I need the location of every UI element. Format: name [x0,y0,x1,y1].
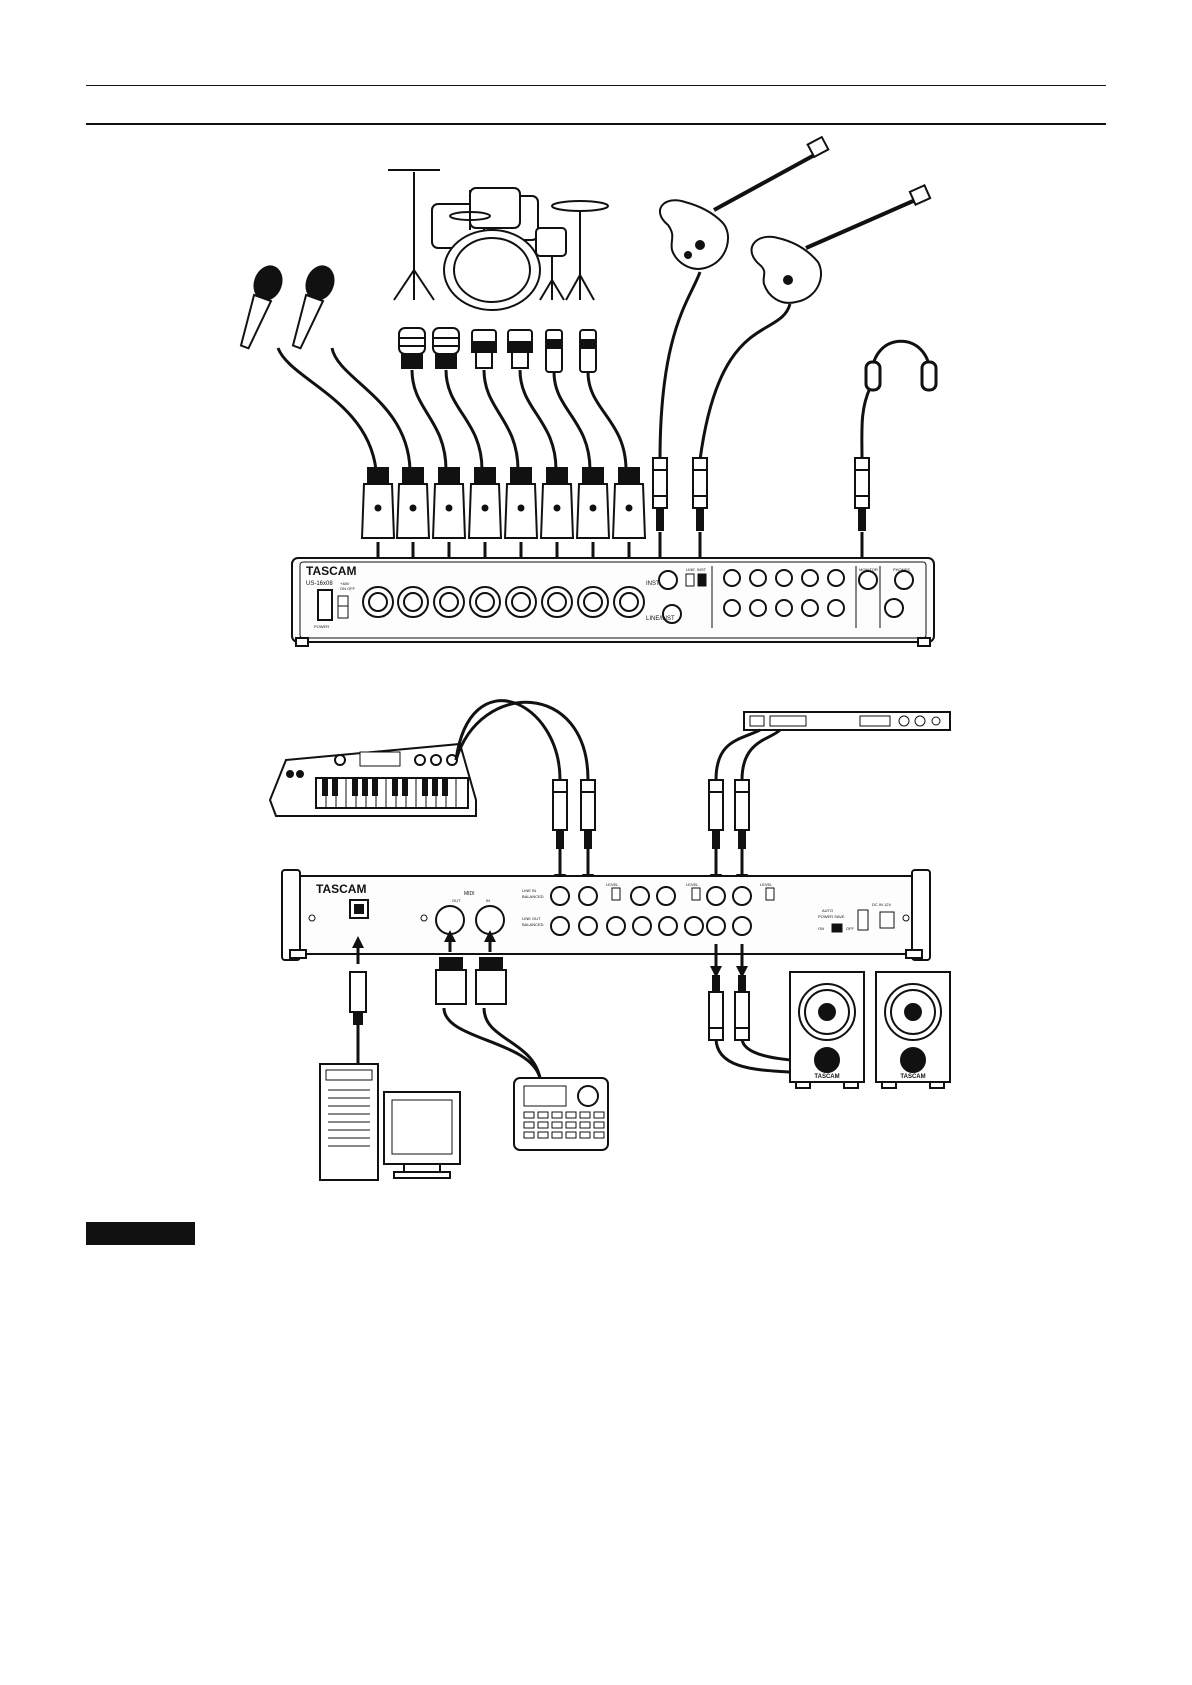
speaker-brand-right: TASCAM [900,1074,925,1080]
rear-line-out-label: LINE OUT [522,916,541,921]
rear-midi-label: MIDI [464,891,475,897]
front-phones-label: PHONES [893,567,910,572]
note-heading-block [86,1222,195,1245]
rear-level-label-1: LEVEL [606,882,619,887]
rear-on-label: ON [818,926,824,931]
rear-off-label: OFF [846,926,855,931]
rear-level-label-3: LEVEL [760,882,773,887]
front-line-label: LINE [686,567,695,572]
front-inst-switch-label: INST [697,567,707,572]
speaker-labels: TASCAM TASCAM [814,1074,925,1080]
rear-dc-in-label: DC IN 12V [872,902,891,907]
front-on-off-label: ON OFF [340,586,356,591]
line-out-plugs [709,976,749,1040]
rear-midi-in-label: IN [486,898,490,903]
rear-line-in-label: LINE IN [522,888,536,893]
midi-keyboard-icon [270,744,476,816]
bass-guitar-icon [752,185,931,303]
rear-line-out-balanced-label: BALANCED [522,922,544,927]
rear-brand: TASCAM [316,882,366,896]
speaker-brand-left: TASCAM [814,1074,839,1080]
front-inst-label: INST [646,581,660,587]
front-line-inst-label: LINE/INST [646,616,675,622]
front-panel [292,558,934,646]
rear-auto-label: AUTO [822,908,833,913]
phone-plug-icons [653,458,869,530]
drum-mic-icons [399,328,596,372]
front-power-label: POWER [314,624,329,629]
headphones-icon [866,341,936,390]
line-in-plugs [553,780,749,848]
front-brand: TASCAM [306,564,356,578]
rear-line-in-balanced-label: BALANCED [522,894,544,899]
usb-plug-icon [350,972,366,1024]
monitor-speakers-icon [790,972,950,1088]
rear-power-save-label: POWER SAVE [818,914,845,919]
rear-midi-out-label: OUT [452,898,461,903]
xlr-plug-icons [362,468,645,538]
drum-kit-icon [388,170,608,310]
computer-icon [320,1064,460,1180]
front-model: US-16x08 [306,581,333,587]
front-48v-label: +48V [340,581,350,586]
midi-plug-icons [436,958,506,1004]
front-monitor-label: MONITOR [859,567,878,572]
rear-level-label-2: LEVEL [686,882,699,887]
vocal-mic-icon [233,263,339,352]
drum-machine-icon [514,1078,608,1150]
rack-effects-unit-icon [744,712,950,730]
